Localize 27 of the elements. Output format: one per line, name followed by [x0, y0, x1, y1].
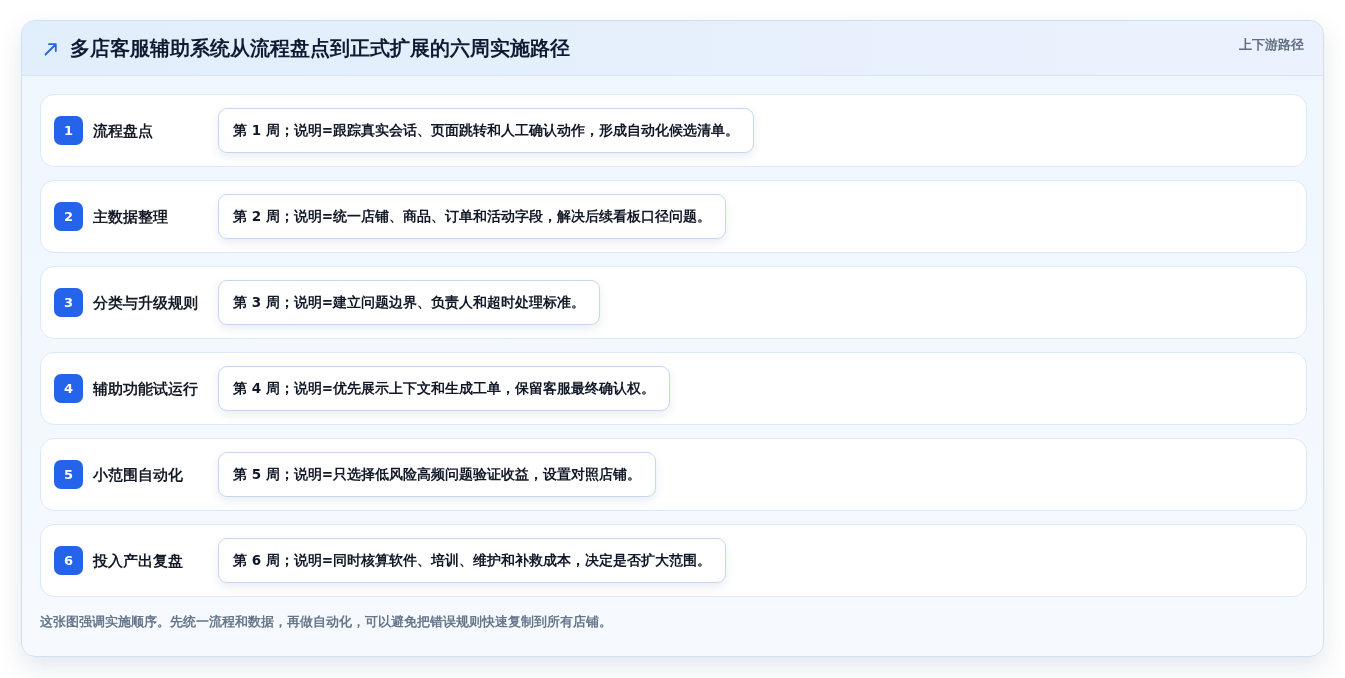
step-row [40, 438, 1307, 511]
description-box: 第 4 周；说明=优先展示上下文和生成工单，保留客服最终确认权。 [218, 366, 671, 411]
number-badge: 3 [54, 288, 83, 317]
title: 多店客服辅助系统从流程盘点到正式扩展的六周实施路径 [70, 36, 570, 62]
header-note: 上下游路径 [1239, 36, 1304, 54]
step-name: 小范围自动化 [93, 466, 183, 485]
step-name: 辅助功能试运行 [93, 380, 198, 399]
description-box: 第 1 周；说明=跟踪真实会话、页面跳转和人工确认动作，形成自动化候选清单。 [218, 108, 755, 153]
step-row [40, 524, 1307, 597]
description-box: 第 5 周；说明=只选择低风险高频问题验证收益，设置对照店铺。 [218, 452, 657, 497]
number-badge: 4 [54, 374, 83, 403]
number-badge: 5 [54, 460, 83, 489]
step-row [40, 94, 1307, 167]
step-row [40, 180, 1307, 253]
step-name: 主数据整理 [93, 208, 168, 227]
description-box: 第 2 周；说明=统一店铺、商品、订单和活动字段，解决后续看板口径问题。 [218, 194, 727, 239]
caption: 这张图强调实施顺序。先统一流程和数据，再做自动化，可以避免把错误规则快速复制到所有店铺。 [40, 613, 612, 631]
step-row [40, 266, 1307, 339]
step-name: 流程盘点 [93, 122, 153, 141]
step-name: 投入产出复盘 [93, 552, 183, 571]
description-box: 第 3 周；说明=建立问题边界、负责人和超时处理标准。 [218, 280, 601, 325]
step-row [40, 352, 1307, 425]
description-box: 第 6 周；说明=同时核算软件、培训、维护和补救成本，决定是否扩大范围。 [218, 538, 727, 583]
number-badge: 1 [54, 116, 83, 145]
number-badge: 2 [54, 202, 83, 231]
number-badge: 6 [54, 546, 83, 575]
step-name: 分类与升级规则 [93, 294, 198, 313]
